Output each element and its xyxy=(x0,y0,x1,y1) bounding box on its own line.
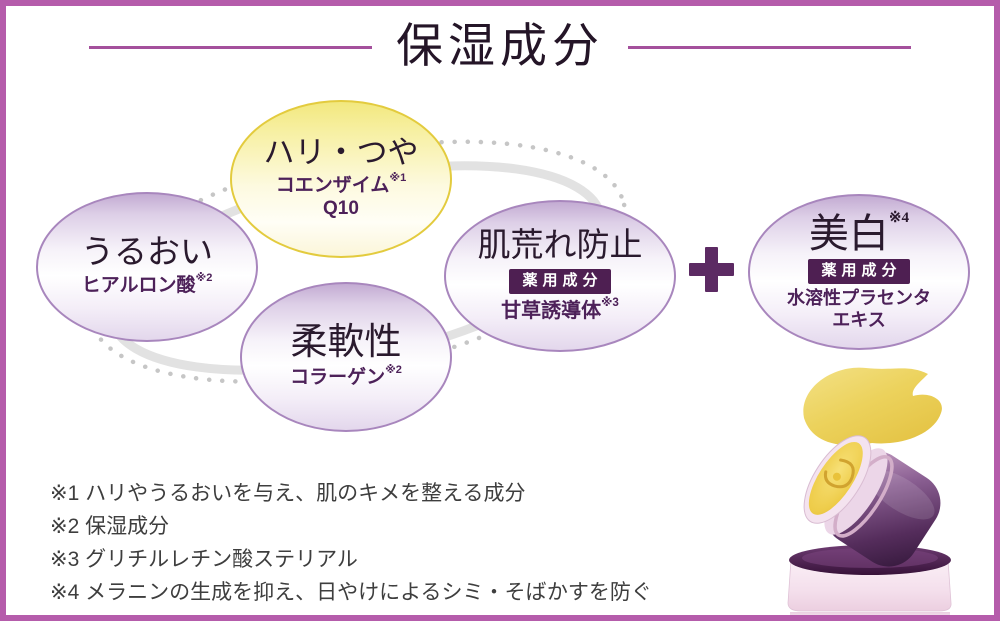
title-rule-left xyxy=(89,46,372,50)
bubble-label: 美白※4 xyxy=(808,209,909,256)
bubble-ingredient: 甘草誘導体※3 xyxy=(501,296,619,323)
ingredient-name: 水溶性プラセンタ xyxy=(787,287,931,308)
bubble-label: ハリ・つや xyxy=(263,135,419,171)
footnote-3: ※3 グリチルレチン酸ステリアル xyxy=(50,548,358,571)
medicated-ingredient-badge: 薬用成分 xyxy=(509,269,611,295)
footnote-1: ※1 ハリやうるおいを与え、肌のキメを整える成分 xyxy=(50,482,526,505)
ingredient-name: コラーゲン xyxy=(290,367,386,389)
product-jar-image xyxy=(787,367,952,615)
footnote-4: ※4 メラニンの生成を抑え、日やけによるシミ・そばかすを防ぐ xyxy=(50,581,652,604)
plus-icon xyxy=(689,247,734,292)
bubble-label: うるおい xyxy=(81,235,213,272)
title-rule-right xyxy=(628,46,911,50)
bubble-rough-skin-prevention: 肌荒れ防止 薬用成分 甘草誘導体※3 xyxy=(444,200,676,352)
footnote-ref: ※2 xyxy=(385,364,402,377)
bubble-ingredient: ヒアルロン酸※2 xyxy=(81,272,213,298)
ingredient-name-line2: エキス xyxy=(832,309,886,330)
ingredient-name: ヒアルロン酸 xyxy=(81,274,196,296)
bubble-ingredient: コエンザイム※1 Q10 xyxy=(275,172,407,221)
cream-smear xyxy=(803,367,942,446)
medicated-ingredient-badge: 薬用成分 xyxy=(808,258,910,284)
footnote-ref: ※2 xyxy=(195,272,213,285)
bubble-moisture: うるおい ヒアルロン酸※2 xyxy=(36,192,258,342)
footnote-ref: ※4 xyxy=(888,208,910,226)
bubble-label-text: 美白 xyxy=(808,210,889,256)
footnote-ref: ※3 xyxy=(601,296,619,310)
page-title: 保湿成分 xyxy=(396,21,604,73)
bubble-flexibility: 柔軟性 コラーゲン※2 xyxy=(240,282,452,432)
ingredient-name: コエンザイム xyxy=(275,174,390,196)
bubble-whitening: 美白※4 薬用成分 水溶性プラセンタ エキス xyxy=(748,194,970,350)
bubble-label: 柔軟性 xyxy=(290,322,402,364)
bubble-label: 肌荒れ防止 xyxy=(477,227,643,264)
title-row: 保湿成分 xyxy=(6,21,994,74)
bubble-ingredient: 水溶性プラセンタ エキス xyxy=(787,288,931,331)
footnote-ref: ※1 xyxy=(389,172,407,185)
ingredient-name: 甘草誘導体 xyxy=(501,300,602,323)
ingredient-name-line2: Q10 xyxy=(323,197,359,219)
footnote-2: ※2 保湿成分 xyxy=(50,515,170,538)
bubble-firmness-luster: ハリ・つや コエンザイム※1 Q10 xyxy=(230,100,452,258)
bubble-ingredient: コラーゲン※2 xyxy=(290,364,402,390)
footnotes: ※1 ハリやうるおいを与え、肌のキメを整える成分 ※2 保湿成分 ※3 グリチル… xyxy=(50,477,652,609)
